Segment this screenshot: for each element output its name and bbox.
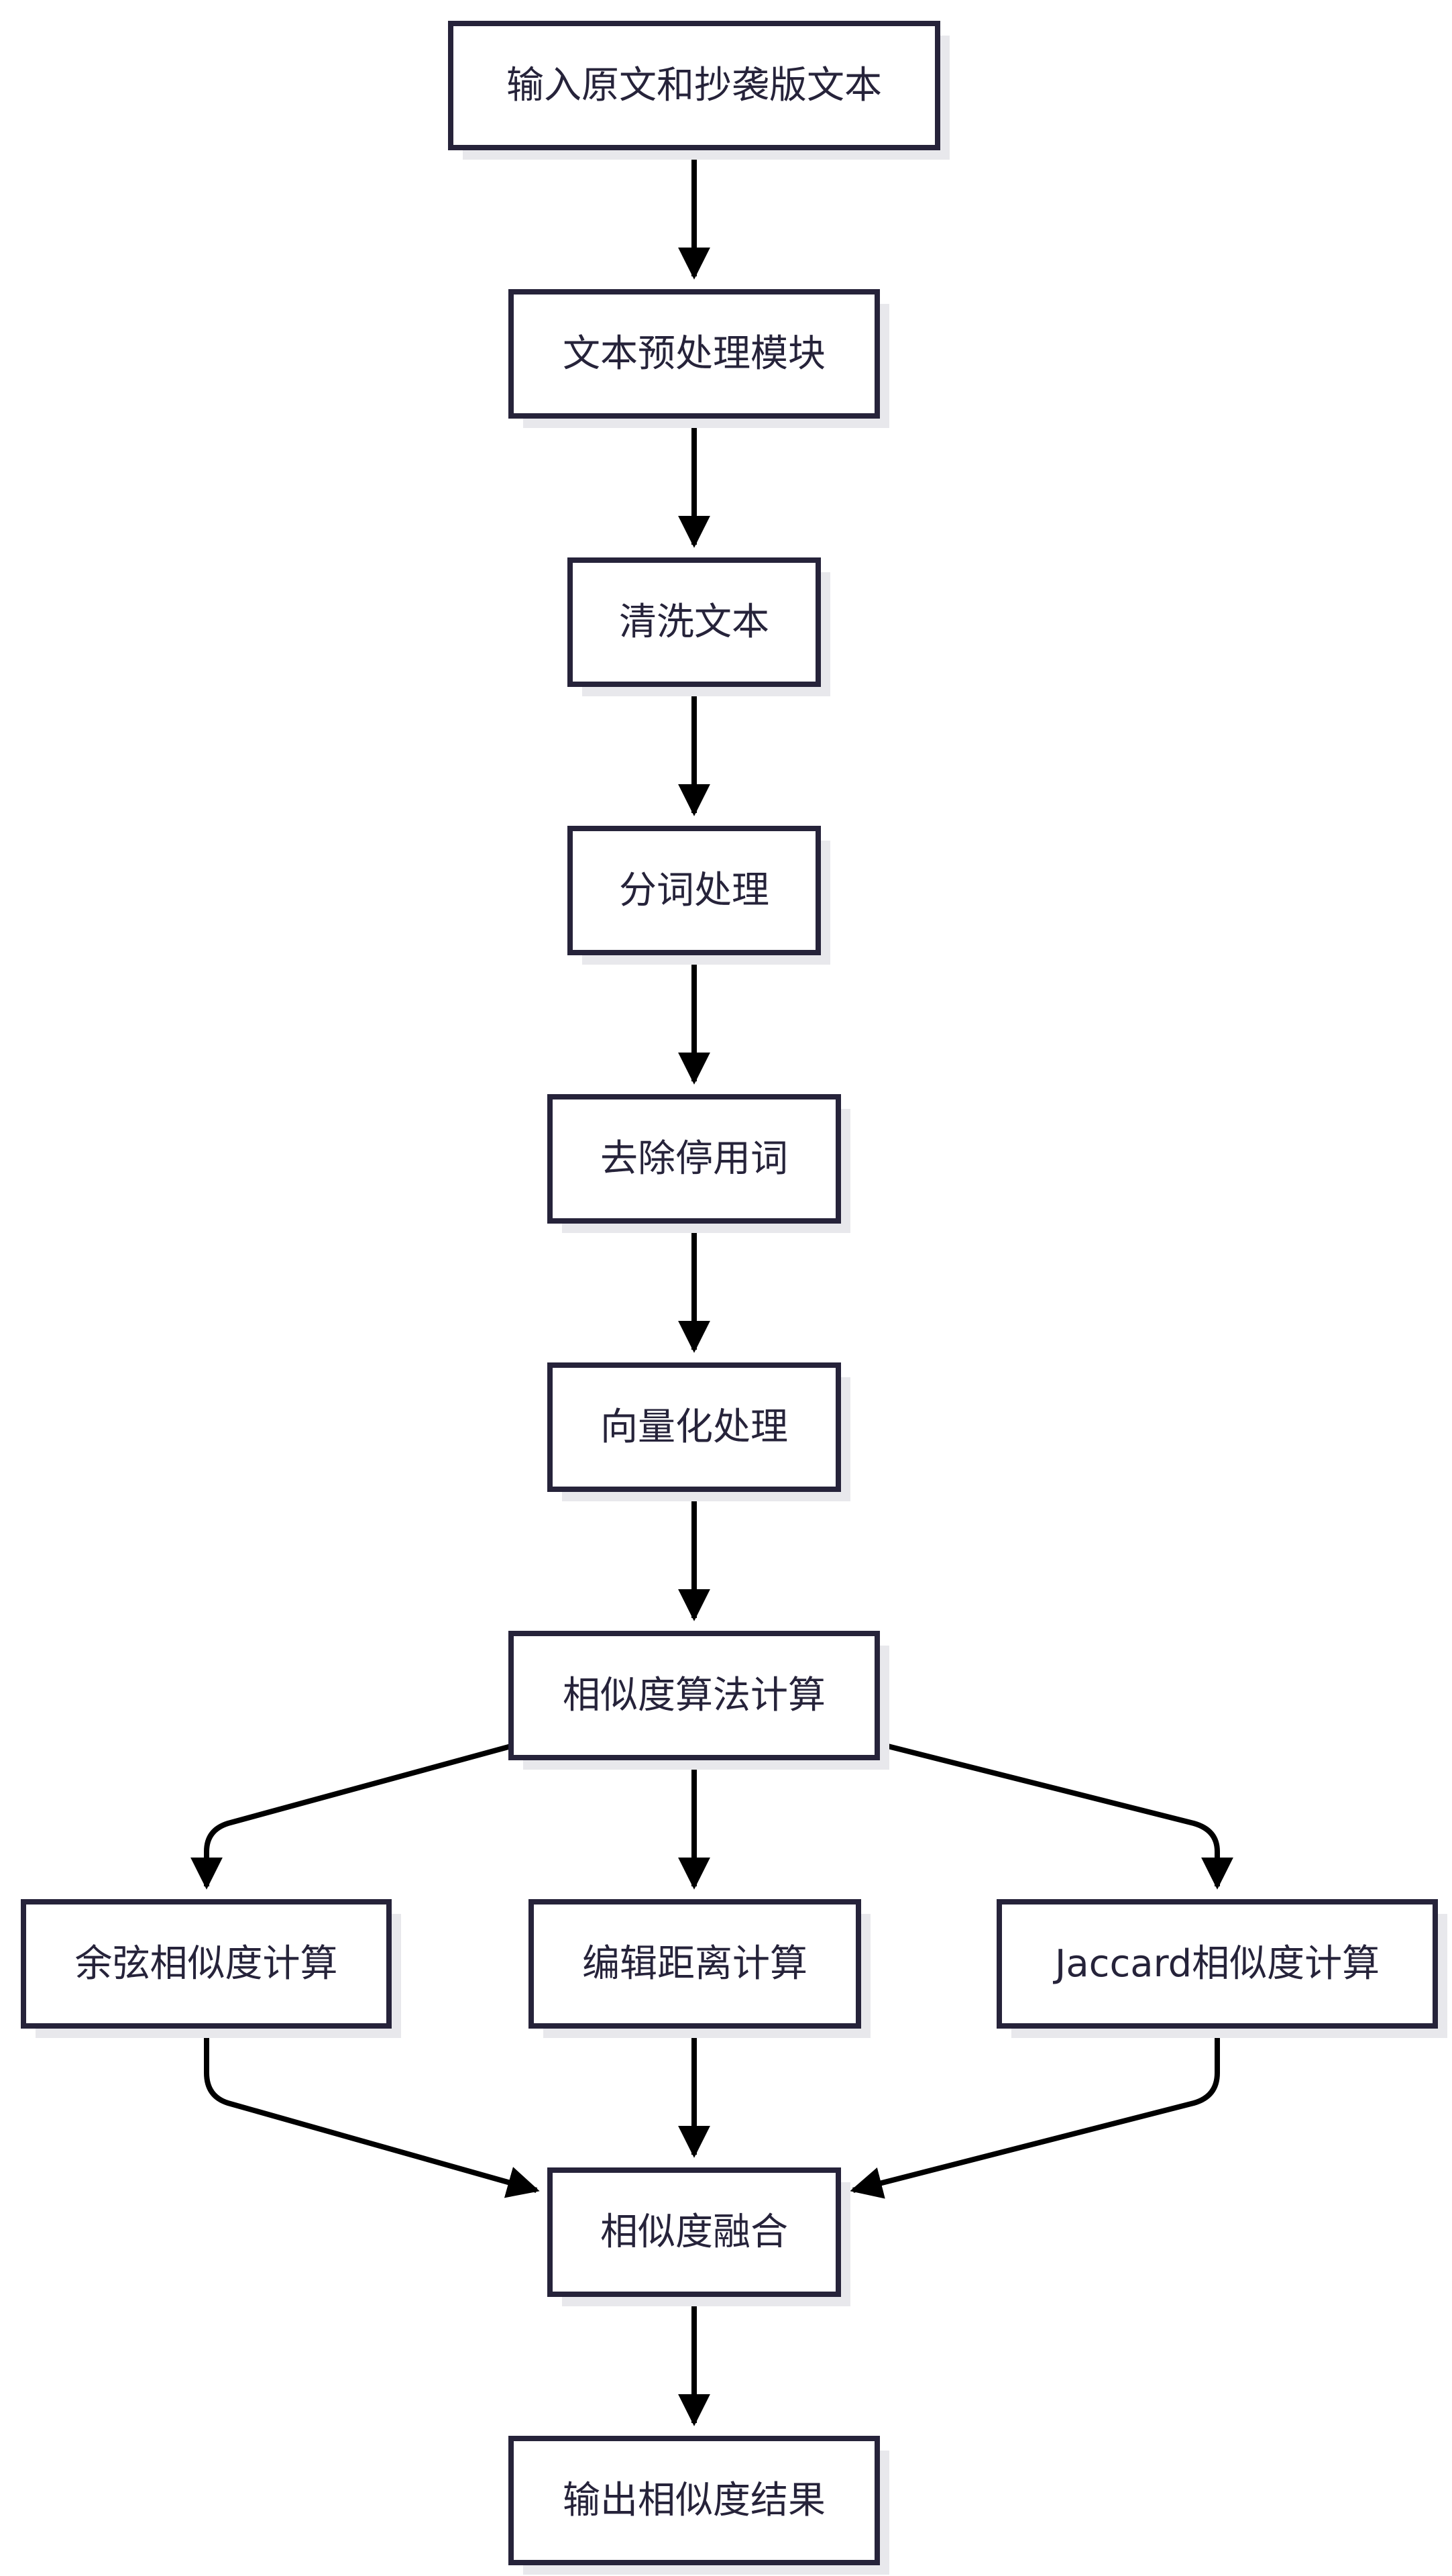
node-label: 余弦相似度计算 — [75, 1942, 338, 1986]
node-similarity: 相似度算法计算 — [508, 1631, 889, 1770]
node-vectorize: 向量化处理 — [547, 1362, 850, 1501]
node-label: 相似度融合 — [600, 2210, 788, 2254]
node-box — [508, 289, 880, 419]
node-cosine: 余弦相似度计算 — [21, 1899, 401, 2038]
node-label: 输入原文和抄袭版文本 — [506, 64, 882, 107]
node-box — [21, 1899, 392, 2029]
nodes-layer: 输入原文和抄袭版文本文本预处理模块清洗文本分词处理去除停用词向量化处理相似度算法… — [21, 21, 1447, 2575]
node-segment: 分词处理 — [567, 826, 830, 965]
node-clean: 清洗文本 — [567, 557, 830, 696]
node-jaccard: Jaccard相似度计算 — [997, 1899, 1447, 2038]
node-label: 相似度算法计算 — [563, 1674, 826, 1717]
node-label: 文本预处理模块 — [563, 332, 826, 376]
edge-similarity-to-cosine — [190, 1743, 512, 1890]
node-edit: 编辑距离计算 — [528, 1899, 871, 2038]
node-preprocess: 文本预处理模块 — [508, 289, 889, 428]
node-box — [508, 1631, 880, 1760]
node-label: 向量化处理 — [600, 1405, 788, 1449]
node-label: 输出相似度结果 — [563, 2479, 826, 2522]
node-label: Jaccard相似度计算 — [1053, 1942, 1380, 1986]
node-stopwords: 去除停用词 — [547, 1094, 850, 1233]
node-label: 清洗文本 — [619, 600, 769, 644]
node-box — [997, 1899, 1438, 2029]
node-box — [547, 1094, 841, 1224]
edges-layer — [190, 148, 1233, 2426]
node-box — [547, 2167, 841, 2297]
node-box — [508, 2436, 880, 2565]
node-box — [547, 1362, 841, 1492]
node-input: 输入原文和抄袭版文本 — [448, 21, 950, 160]
node-box — [528, 1899, 861, 2029]
edge-similarity-to-jaccard — [877, 1741, 1233, 1890]
edge-cosine-to-fusion — [204, 2026, 540, 2198]
node-box — [567, 557, 821, 687]
node-output: 输出相似度结果 — [508, 2436, 889, 2575]
node-fusion: 相似度融合 — [547, 2167, 850, 2306]
node-label: 编辑距离计算 — [582, 1942, 807, 1986]
edge-jaccard-to-fusion — [850, 2026, 1220, 2199]
node-label: 分词处理 — [619, 869, 769, 912]
node-box — [567, 826, 821, 955]
node-label: 去除停用词 — [600, 1137, 788, 1181]
node-box — [448, 21, 940, 150]
